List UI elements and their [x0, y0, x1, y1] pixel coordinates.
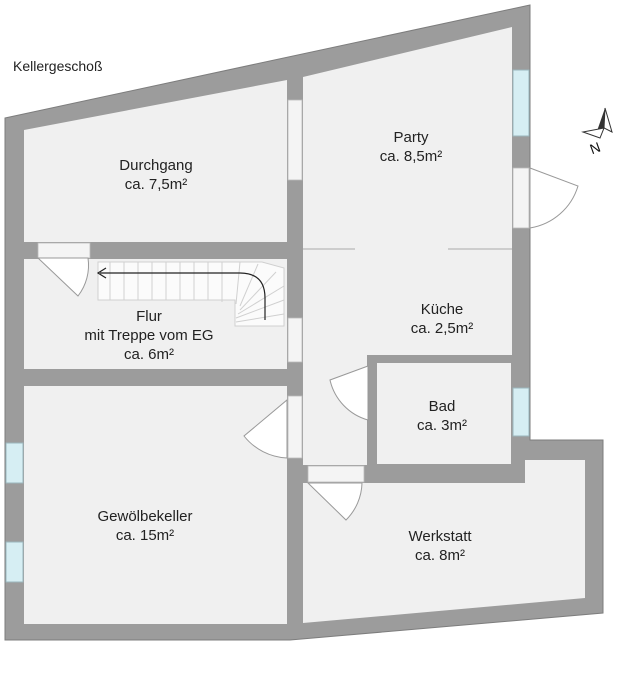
room-name: Werkstatt: [408, 528, 472, 545]
room-label-kueche: Küche ca. 2,5m²: [411, 300, 474, 338]
room-area: ca. 8,5m²: [379, 148, 443, 165]
room-label-party: Party ca. 8,5m²: [380, 128, 443, 166]
room-area: ca. 15m²: [115, 527, 175, 544]
room-party-kueche: [303, 27, 512, 465]
room-label-durchgang: Durchgang ca. 7,5m²: [119, 156, 192, 194]
opening: [512, 167, 530, 229]
room-area: ca. 6m²: [123, 346, 174, 363]
stair-arrow: [100, 272, 266, 320]
room-name: Durchgang: [119, 157, 193, 174]
room-label-werkstatt: Werkstatt ca. 8m²: [408, 527, 471, 565]
window: [512, 387, 530, 437]
window: [5, 442, 24, 484]
room-area: ca. 2,5m²: [410, 320, 474, 337]
room-name: Gewölbekeller: [97, 508, 193, 525]
room-name: Küche: [420, 301, 464, 318]
room-name: Party: [393, 129, 429, 146]
room-label-flur: Flur mit Treppe vom EG ca. 6m²: [84, 307, 213, 364]
window: [512, 69, 530, 137]
opening: [287, 395, 303, 459]
room-durchgang: [24, 80, 287, 242]
door-swing: [529, 167, 579, 229]
door-swing: [243, 398, 288, 459]
room-label-gewoelbekeller: Gewölbekeller ca. 15m²: [97, 507, 192, 545]
room-area: ca. 7,5m²: [124, 176, 188, 193]
door-swing: [329, 365, 369, 421]
opening: [37, 242, 91, 259]
stair-arrowhead: [96, 267, 107, 279]
room-name: Flur: [136, 308, 162, 325]
floor-title: Kellergeschoß: [13, 58, 103, 74]
room-bad: [377, 363, 511, 464]
opening: [287, 99, 303, 181]
room-subtitle: mit Treppe vom EG: [84, 327, 214, 344]
opening: [287, 317, 303, 363]
window: [5, 541, 24, 583]
room-area: ca. 8m²: [414, 547, 466, 564]
door-swing: [306, 482, 363, 521]
room-werkstatt: [303, 460, 585, 623]
opening: [307, 465, 365, 483]
north-arrow-icon: [581, 107, 613, 139]
staircase: [97, 261, 285, 327]
door-swing: [36, 257, 90, 297]
room-gewoelbekeller: [24, 386, 287, 624]
room-area: ca. 3m²: [416, 417, 468, 434]
room-label-bad: Bad ca. 3m²: [417, 397, 467, 435]
room-name: Bad: [428, 398, 456, 415]
